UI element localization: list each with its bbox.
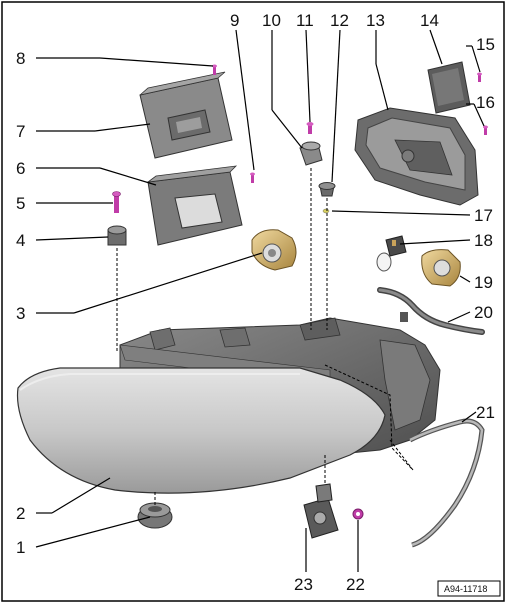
part-10-bracket: [299, 141, 323, 166]
callout-10: 10: [262, 11, 281, 30]
part-8-screw: [212, 64, 217, 75]
callout-18: 18: [474, 231, 493, 250]
part-15-screw: [477, 72, 482, 82]
part-1-cap: [137, 502, 173, 529]
callout-5: 5: [16, 194, 25, 213]
part-4-grommet: [107, 225, 127, 246]
callout-3: 3: [16, 304, 25, 323]
headlamp-lens: [16, 367, 386, 494]
callout-7: 7: [16, 122, 25, 141]
part-16-screw: [483, 125, 488, 135]
part-21-seal: [408, 418, 485, 548]
callout-21: 21: [476, 403, 495, 422]
part-23-actuator: [303, 483, 339, 539]
part-14-control-unit: [427, 61, 471, 114]
hidden-edge-line: [324, 364, 414, 471]
callout-22: 22: [346, 575, 365, 594]
callout-12: 12: [330, 11, 349, 30]
callout-16: 16: [476, 93, 495, 112]
reference-box: [437, 580, 501, 597]
callout-15: 15: [476, 35, 495, 54]
part-13-rear-cover: [354, 107, 479, 206]
part-3-module: [251, 229, 297, 271]
callout-11: 11: [296, 11, 314, 30]
callout-23: 23: [294, 575, 313, 594]
part-7-cover: [139, 71, 233, 159]
part-6-cover-frame: [146, 165, 243, 246]
part-9-screw: [250, 172, 255, 183]
callout-14: 14: [420, 11, 439, 30]
reference-code: A94-11718: [444, 584, 487, 594]
callout-2: 2: [16, 504, 25, 523]
part-17-clip: [322, 208, 330, 214]
part-11-screw: [306, 122, 314, 134]
callout-1: 1: [16, 538, 25, 557]
part-12-knob: [318, 182, 336, 197]
callout-20: 20: [474, 303, 493, 322]
callout-19: 19: [474, 273, 493, 292]
part-22-clip: [352, 508, 364, 520]
part-5-screw: [112, 191, 121, 213]
callout-4: 4: [16, 231, 25, 250]
assembly-line-21: [389, 439, 414, 471]
leader-lines: [35, 29, 485, 572]
callout-8: 8: [16, 49, 25, 68]
callout-6: 6: [16, 159, 25, 178]
callout-13: 13: [366, 11, 385, 30]
part-18-bulb: [376, 235, 407, 272]
callout-17: 17: [474, 206, 493, 225]
part-19-module: [421, 249, 461, 287]
callout-9: 9: [230, 11, 239, 30]
part-20-hose: [377, 287, 485, 335]
